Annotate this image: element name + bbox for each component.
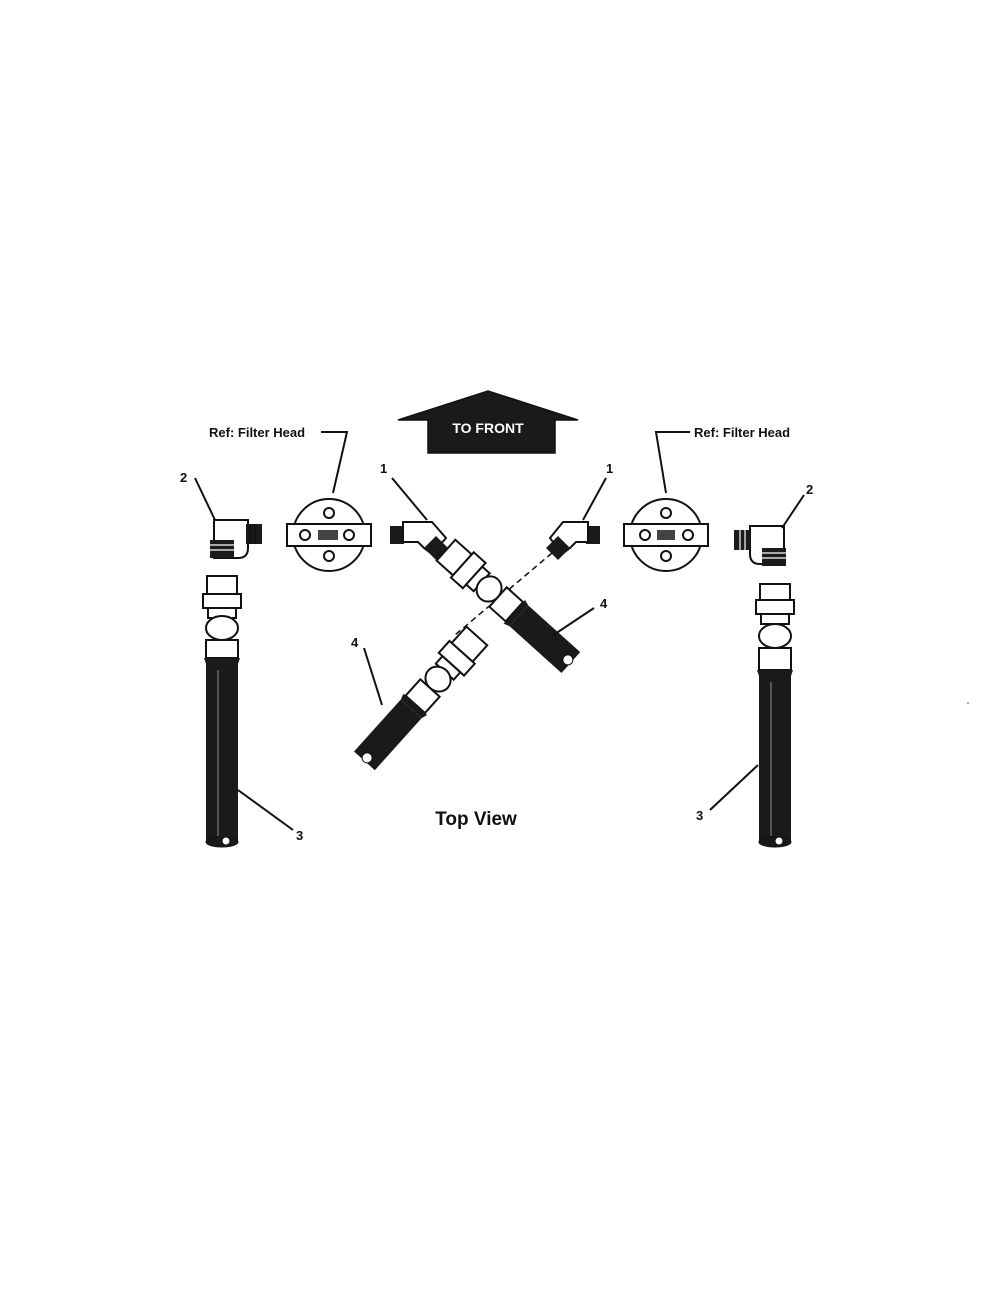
callout-2-left: 2 (180, 470, 187, 485)
fitting-45-right (546, 521, 600, 560)
ref-filter-head-right: Ref: Filter Head (654, 425, 790, 494)
to-front-arrow: TO FRONT (397, 390, 579, 454)
elbow-fitting-right (734, 525, 786, 566)
to-front-label: TO FRONT (452, 420, 524, 436)
fitting-45-left (390, 521, 448, 560)
elbow-fitting-left (210, 519, 262, 559)
ref-filter-head-right-label: Ref: Filter Head (694, 425, 790, 440)
callout-1-right: 1 (606, 461, 613, 476)
hose-assembly-center-lower (354, 625, 489, 771)
callout-1-left: 1 (380, 461, 387, 476)
ref-filter-head-left: Ref: Filter Head (209, 425, 349, 494)
hose-assembly-right (755, 583, 795, 848)
callout-3-left: 3 (296, 828, 303, 843)
ref-filter-head-left-label: Ref: Filter Head (209, 425, 305, 440)
callout-4-left: 4 (351, 635, 359, 650)
callout-4-right: 4 (600, 596, 608, 611)
filter-head-right (623, 498, 709, 572)
callout-2-right: 2 (806, 482, 813, 497)
filter-head-left (286, 498, 372, 572)
hose-assembly-center-upper (435, 538, 581, 673)
view-title: Top View (435, 809, 517, 830)
callout-3-right: 3 (696, 808, 703, 823)
hose-assembly-left (202, 575, 242, 848)
